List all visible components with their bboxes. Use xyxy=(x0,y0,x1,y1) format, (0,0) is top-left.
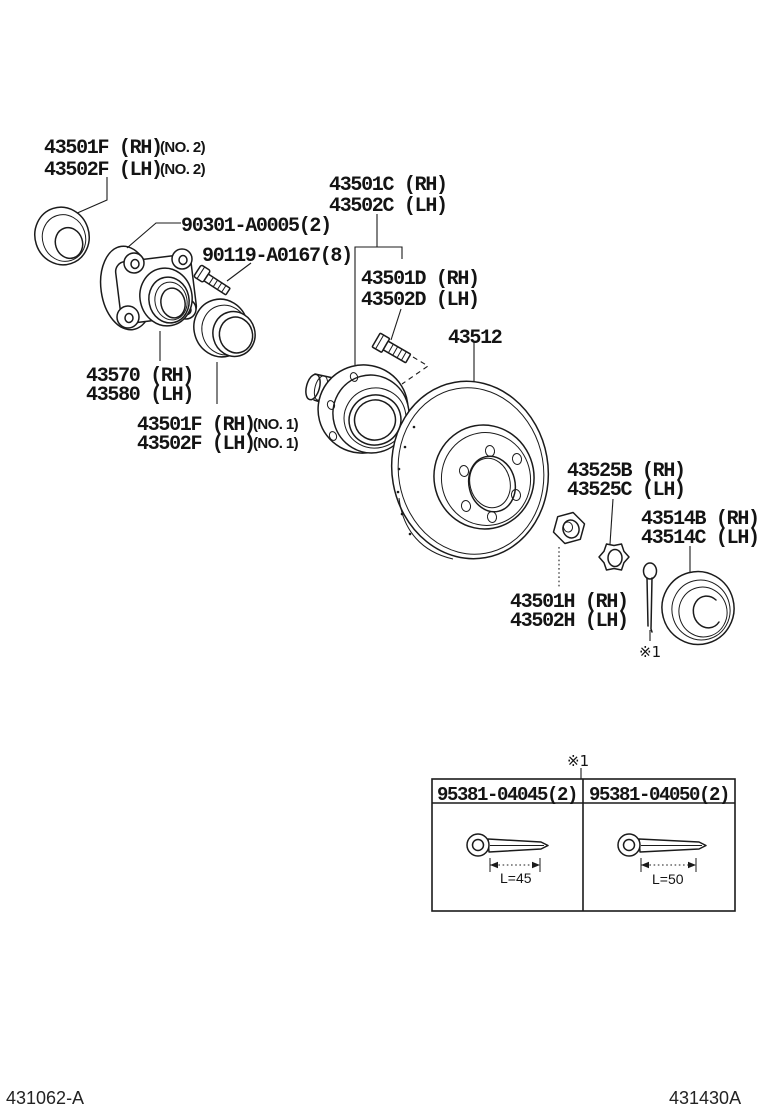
flange-bolt-drawing xyxy=(193,264,231,296)
label-oring-bolt: 90301-A0005(2) xyxy=(181,215,331,238)
label-seal-no1-line1-suffix: (NO. 1) xyxy=(253,416,299,433)
label-grease-cap-line1: 43514B (RH) xyxy=(641,508,759,531)
ref-mark-pin: ※1 xyxy=(639,643,661,661)
label-grease-cap-line2: 43514C (LH) xyxy=(641,527,759,550)
cotter-pin-drawing xyxy=(642,562,658,633)
label-seal-no2-line1: 43501F (RH) xyxy=(44,137,162,160)
table-header-col2: 95381-04050(2) xyxy=(589,784,729,806)
table-pin-50-drawing xyxy=(617,833,707,872)
label-seal-no2-line1-suffix: (NO. 2) xyxy=(160,139,206,156)
brake-disc-drawing xyxy=(390,380,550,560)
footer-code-left: 431062-A xyxy=(6,1088,84,1108)
table-dim-col1: L=45 xyxy=(500,870,532,886)
label-lock-cap-line2: 43525C (LH) xyxy=(567,479,685,502)
label-seal-no1-line2: 43502F (LH) xyxy=(137,433,255,456)
label-lock-cap-line1: 43525B (RH) xyxy=(567,460,685,483)
lock-nut-drawing xyxy=(552,511,586,545)
grease-cap-drawing xyxy=(661,570,735,646)
label-hub-bearing-line2: 43580 (LH) xyxy=(86,384,193,407)
label-seal-no2-line2: 43502F (LH) xyxy=(44,159,162,182)
front-hub-drawing xyxy=(305,364,410,454)
label-bearing-c-line2: 43502C (LH) xyxy=(329,195,447,218)
ref-mark-table: ※1 xyxy=(567,752,589,770)
part-labels: 43501F (RH) (NO. 2) 43502F (LH) (NO. 2) … xyxy=(6,137,760,1108)
stud-dashed-guide xyxy=(401,356,430,385)
cotter-pin-table xyxy=(431,778,736,912)
label-seal-no1-line1: 43501F (RH) xyxy=(137,414,255,437)
label-hub-bearing-line1: 43570 (RH) xyxy=(86,365,193,388)
footer-code-right: 431430A xyxy=(669,1088,741,1108)
label-stud-d-line1: 43501D (RH) xyxy=(361,268,479,291)
leader-lines xyxy=(74,177,691,779)
inner-seal-drawing xyxy=(193,298,256,358)
label-stud-d-line2: 43502D (LH) xyxy=(361,289,479,312)
label-seal-no2-line2-suffix: (NO. 2) xyxy=(160,161,206,178)
table-pin-45-drawing xyxy=(466,833,549,872)
table-dim-col2: L=50 xyxy=(652,871,684,887)
label-disc: 43512 xyxy=(448,327,502,350)
label-seal-no1-line2-suffix: (NO. 1) xyxy=(253,435,299,452)
nut-lock-cap-drawing xyxy=(598,543,630,571)
label-bearing-c-line1: 43501C (RH) xyxy=(329,174,447,197)
label-flange-bolt: 90119-A0167(8) xyxy=(202,245,352,268)
table-header-col1: 95381-04045(2) xyxy=(437,784,577,806)
outer-seal-drawing xyxy=(34,206,90,266)
label-nut-line2: 43502H (LH) xyxy=(510,610,628,633)
label-nut-line1: 43501H (RH) xyxy=(510,591,628,614)
wheel-stud-drawing xyxy=(371,332,412,364)
hub-bearing-drawing xyxy=(114,248,198,329)
